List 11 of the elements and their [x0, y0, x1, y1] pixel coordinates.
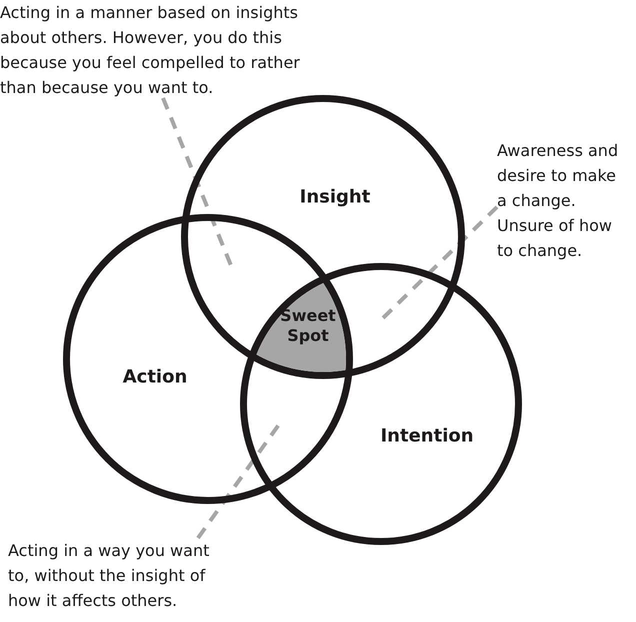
venn-circle [63, 214, 353, 504]
leader-line [196, 422, 282, 540]
region-label: Sweet Spot [279, 306, 337, 346]
circle-label: Insight [300, 186, 370, 208]
annotation-text: Awareness and desire to make a change. Unsure of how to change. [497, 140, 620, 262]
circle-label: Intention [380, 426, 474, 446]
annotation-text: Acting in a way you want to, without the insight of how it affects others. [8, 540, 210, 612]
leader-line [382, 206, 498, 320]
venn-circle [240, 263, 522, 545]
annotation-text: Acting in a manner based on insights about others. However, you do this because you feel compelled to rather than because you want to. [0, 2, 301, 99]
circle-label: Action [122, 366, 188, 388]
